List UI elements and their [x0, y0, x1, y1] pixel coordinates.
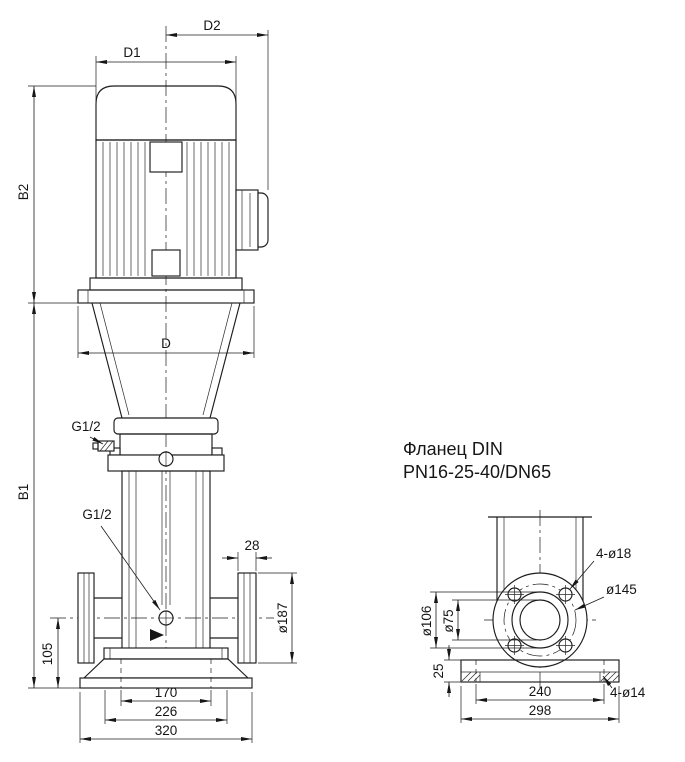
dim-75: ø75 — [441, 599, 537, 641]
dim-b1: B1 — [16, 302, 80, 689]
dim-label-240: 240 — [529, 684, 552, 699]
dim-187: ø187 — [258, 572, 297, 664]
dim-298: 298 — [460, 686, 620, 723]
dim-105: 105 — [40, 618, 60, 688]
dim-label-105: 105 — [40, 643, 55, 666]
bolt-holes — [505, 585, 575, 655]
dim-d2: D2 — [166, 18, 269, 190]
flow-arrow-icon — [150, 629, 164, 641]
motor-fins — [102, 142, 230, 276]
dim-320: 320 — [79, 692, 253, 743]
dim-28: 28 — [222, 538, 272, 571]
g12-nipple-top — [92, 440, 115, 452]
dim-d1: D1 — [95, 45, 237, 104]
suction-flange-left — [77, 572, 122, 664]
label-bolt-holes: 4-ø18 — [596, 546, 631, 561]
pump-front-view — [50, 26, 274, 689]
dim-label-320: 320 — [155, 723, 178, 738]
dim-label-d1: D1 — [123, 45, 140, 60]
label-g12-top: G1/2 — [71, 419, 104, 445]
dim-label-25: 25 — [431, 663, 446, 678]
flange-detail-view: Фланец DIN PN16-25-40/DN65 — [403, 439, 646, 723]
label-4-14: 4-ø14 — [602, 675, 646, 700]
dim-label-75: ø75 — [441, 609, 456, 632]
flange-pipe — [488, 516, 592, 601]
motor-lifting-box — [149, 141, 183, 173]
label-145: ø145 — [574, 582, 637, 611]
dim-170: 170 — [120, 685, 212, 706]
dim-106: ø106 — [419, 591, 537, 649]
dim-label-187: ø187 — [275, 603, 290, 634]
discharge-flange-right — [210, 572, 257, 664]
dim-226: 226 — [104, 690, 228, 724]
dim-d: D — [77, 306, 255, 358]
motor-lower-box — [151, 249, 181, 277]
motor — [95, 85, 237, 279]
port-label-g12-top: G1/2 — [71, 419, 100, 434]
dim-label-d2: D2 — [203, 18, 220, 33]
label-g12-side: G1/2 — [82, 507, 161, 611]
dim-25: 25 — [431, 645, 461, 697]
dim-label-b2: B2 — [16, 184, 31, 201]
flange-circles — [492, 572, 588, 668]
terminal-box — [235, 189, 269, 251]
dim-label-226: 226 — [155, 704, 178, 719]
dim-label-170: 170 — [155, 685, 178, 700]
bolt-circle — [503, 583, 577, 657]
flange-title-line2: PN16-25-40/DN65 — [403, 462, 551, 482]
base-hatch — [461, 671, 620, 682]
lantern-adapter — [91, 302, 241, 419]
label-base-holes: 4-ø14 — [610, 685, 646, 700]
motor-flange — [77, 277, 255, 304]
dim-label-28: 28 — [244, 538, 259, 553]
pump-barrel — [121, 470, 211, 651]
drain-port — [150, 610, 174, 641]
label-bolt-circle: ø145 — [606, 582, 637, 597]
dim-label-298: 298 — [529, 703, 552, 718]
head-bolt-right — [211, 447, 223, 456]
dim-label-106: ø106 — [419, 606, 434, 637]
pump-head — [92, 417, 225, 472]
flange-dimensions: 4-ø18 ø145 ø106 ø75 — [419, 546, 646, 723]
port-label-g12-side: G1/2 — [82, 507, 111, 522]
dim-label-d: D — [161, 336, 171, 351]
flange-title-line1: Фланец DIN — [403, 439, 503, 459]
dim-b2: B2 — [16, 85, 96, 303]
pump-base — [79, 647, 253, 689]
label-4-18: 4-ø18 — [569, 546, 631, 590]
dim-240: 240 — [475, 684, 605, 704]
dim-label-b1: B1 — [16, 484, 31, 501]
pump-dimensions: D2 D1 B2 B1 D G1/2 — [16, 18, 297, 743]
